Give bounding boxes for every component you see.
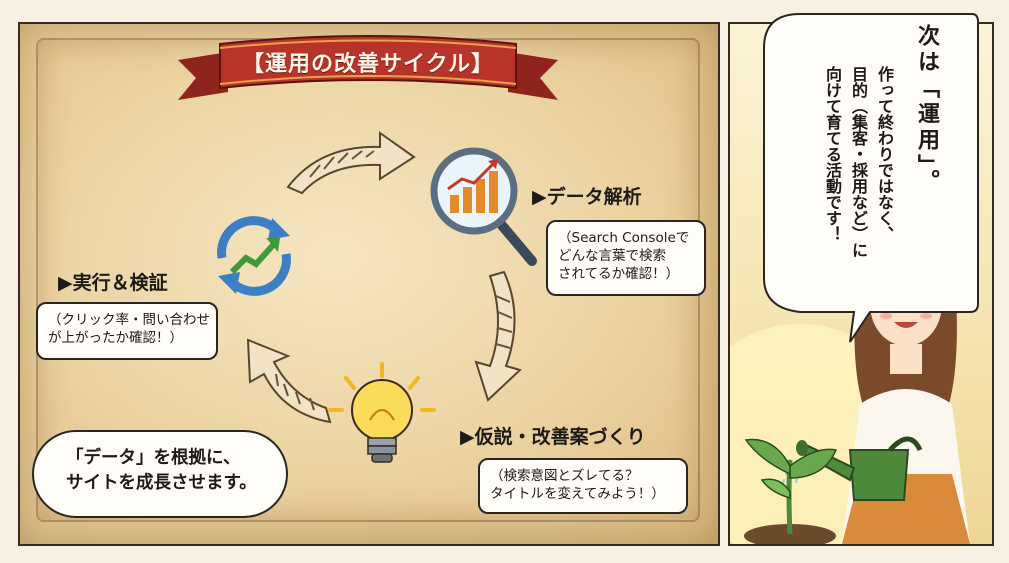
note-line: が上がったか確認！）	[48, 330, 183, 347]
sprout-icon	[744, 438, 838, 544]
step-analysis-label: ▶データ解析	[532, 186, 642, 208]
magnifier-chart-icon	[430, 147, 537, 266]
step-execution-note: （クリック率・問い合わせ が上がったか確認！）	[36, 302, 218, 360]
speech-line-3: 目的（集客・採用など）に	[849, 66, 868, 258]
flow-arrow-icon	[286, 131, 416, 195]
conclusion-line: 「データ」を根拠に、	[66, 448, 241, 468]
note-line: （Search Consoleで	[558, 230, 690, 246]
speech-line-1: 次は「運用」。	[914, 24, 939, 195]
step-hypothesis-label: ▶仮説・改善案づくり	[460, 426, 646, 448]
speech-bubble	[763, 13, 979, 343]
note-line: （検索意図とズレてる？	[490, 468, 639, 484]
conclusion-line: サイトを成長させます。	[66, 473, 257, 494]
conclusion-bubble: 「データ」を根拠に、 サイトを成長させます。	[32, 430, 288, 518]
step-hypothesis-note: （検索意図とズレてる？ タイトルを変えてみよう！）	[478, 458, 688, 514]
speech-line-4: 向けて育てる活動です！	[823, 66, 842, 242]
step-analysis-note: （Search Consoleで どんな言葉で検索 されてるか確認！）	[546, 220, 706, 296]
ribbon-title: 【運用の改善サイクル】	[242, 52, 494, 77]
note-line: （クリック率・問い合わせ	[48, 312, 210, 328]
note-line: タイトルを変えてみよう！）	[490, 486, 665, 503]
step-execution-label: ▶実行＆検証	[58, 272, 168, 294]
note-line: どんな言葉で検索	[558, 248, 666, 265]
flow-arrow-icon	[246, 338, 332, 424]
ribbon-banner	[178, 35, 558, 100]
note-line: されてるか確認！）	[558, 266, 680, 283]
flow-arrow-icon	[474, 270, 522, 402]
lightbulb-icon	[328, 362, 436, 463]
speech-line-2: 作って終わりではなく、	[875, 66, 894, 242]
ribbon: 【運用の改善サイクル】	[218, 40, 518, 90]
cycle-arrows-icon	[217, 216, 291, 296]
